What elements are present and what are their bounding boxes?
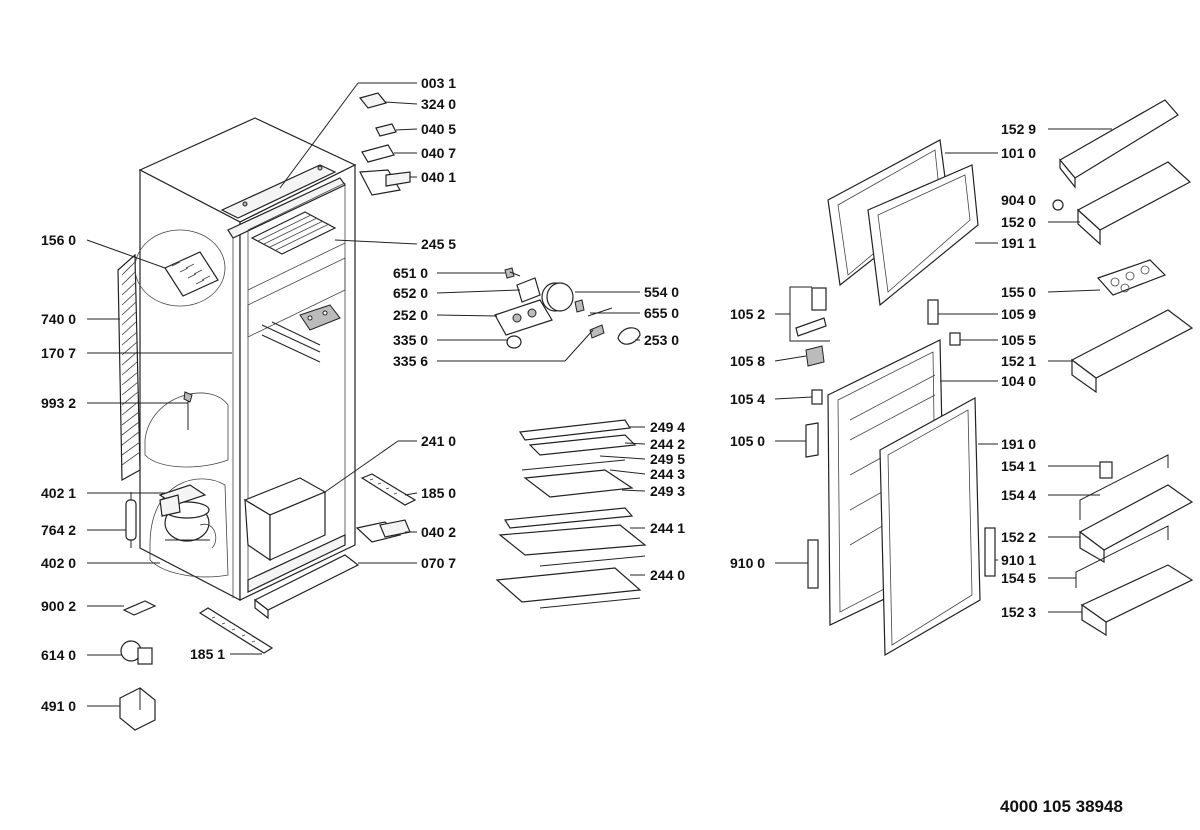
label-1851: 185 1 — [190, 646, 225, 662]
label-4021: 402 1 — [41, 485, 76, 501]
door-bin-152-3 — [1080, 564, 1194, 637]
cabinet-rails — [261, 304, 341, 363]
label-2455: 245 5 — [421, 236, 456, 252]
freezer-door-gasket — [867, 164, 979, 307]
bar-154-5 — [1075, 525, 1169, 588]
label-0407: 040 7 — [421, 145, 456, 161]
condenser-coil — [117, 253, 141, 482]
crisper-drawer — [243, 477, 327, 562]
part-491-0 — [119, 687, 156, 731]
label-1550: 155 0 — [1001, 284, 1036, 300]
label-2493: 249 3 — [650, 483, 685, 499]
label-1529: 152 9 — [1001, 121, 1036, 137]
label-0402: 040 2 — [421, 524, 456, 540]
label-2530: 253 0 — [644, 332, 679, 348]
label-1522: 152 2 — [1001, 529, 1036, 545]
label-1545: 154 5 — [1001, 570, 1036, 586]
label-9040: 904 0 — [1001, 192, 1036, 208]
label-1523: 152 3 — [1001, 604, 1036, 620]
label-1707: 170 7 — [41, 345, 76, 361]
label-1055: 105 5 — [1001, 332, 1036, 348]
label-1560: 156 0 — [41, 232, 76, 248]
label-2494: 249 4 — [650, 419, 685, 435]
capacitor-764 — [125, 492, 137, 548]
part-labels: 156 0 740 0 170 7 993 2 402 1 764 2 402 … — [41, 75, 1036, 714]
washer-904-0 — [1052, 199, 1064, 211]
label-1058: 105 8 — [730, 353, 765, 369]
label-1910: 191 0 — [1001, 436, 1036, 452]
label-1541: 154 1 — [1001, 458, 1036, 474]
label-4910: 491 0 — [41, 698, 76, 714]
label-9932: 993 2 — [41, 395, 76, 411]
document-number: 4000 105 38948 — [1000, 797, 1123, 816]
glass-shelf-middle — [498, 507, 647, 567]
egg-tray-155-0 — [1096, 259, 1167, 296]
label-9100: 910 0 — [730, 555, 765, 571]
freezer-wire-shelf — [250, 211, 337, 255]
hinge-040-2 — [355, 519, 411, 543]
label-1520: 152 0 — [1001, 214, 1036, 230]
label-2441: 244 1 — [650, 520, 685, 536]
label-1521: 152 1 — [1001, 353, 1036, 369]
drain-callout — [144, 391, 229, 468]
label-6520: 652 0 — [393, 285, 428, 301]
fridge-door-gasket — [879, 397, 981, 657]
dairy-lid-152-9 — [1059, 99, 1179, 189]
label-9002: 900 2 — [41, 598, 76, 614]
glass-shelf-upper — [518, 419, 637, 498]
label-0031: 003 1 — [421, 75, 456, 91]
label-2440: 244 0 — [650, 567, 685, 583]
label-0707: 070 7 — [421, 555, 456, 571]
label-1544: 154 4 — [1001, 487, 1036, 503]
label-1911: 191 1 — [1001, 235, 1036, 251]
label-1054: 105 4 — [730, 391, 765, 407]
part-614-0 — [120, 640, 153, 665]
label-6550: 655 0 — [644, 305, 679, 321]
starter-relay — [159, 494, 181, 517]
label-2443: 244 3 — [650, 466, 685, 482]
label-6510: 651 0 — [393, 265, 428, 281]
ice-tray-callout — [134, 229, 226, 307]
label-7400: 740 0 — [41, 311, 76, 327]
label-2442: 244 2 — [650, 436, 685, 452]
label-0405: 040 5 — [421, 121, 456, 137]
label-1040: 104 0 — [1001, 373, 1036, 389]
label-1059: 105 9 — [1001, 306, 1036, 322]
bracket-154-1 — [1099, 461, 1113, 479]
label-3350: 335 0 — [393, 332, 428, 348]
top-parts — [358, 92, 411, 196]
plinth-070-7 — [253, 554, 360, 620]
label-1050: 105 0 — [730, 433, 765, 449]
door-small-parts — [795, 287, 996, 589]
label-3356: 335 6 — [393, 353, 428, 369]
rail-185-0 — [360, 473, 417, 506]
bar-154-4 — [1079, 454, 1169, 520]
label-5540: 554 0 — [644, 284, 679, 300]
label-7642: 764 2 — [41, 522, 76, 538]
label-2520: 252 0 — [393, 307, 428, 323]
door-bin-152-2 — [1078, 484, 1194, 564]
leader-lines — [86, 82, 1112, 707]
label-1850: 185 0 — [421, 485, 456, 501]
label-0401: 040 1 — [421, 169, 456, 185]
part-185-1 — [198, 607, 274, 654]
label-6140: 614 0 — [41, 647, 76, 663]
door-bin-152-1 — [1070, 309, 1194, 394]
label-4020: 402 0 — [41, 555, 76, 571]
label-2410: 241 0 — [421, 433, 456, 449]
thermostat-group — [494, 267, 641, 349]
label-1052: 105 2 — [730, 306, 765, 322]
label-1010: 101 0 — [1001, 145, 1036, 161]
dairy-box-152-0 — [1076, 161, 1192, 246]
part-900-2 — [122, 600, 157, 616]
label-3240: 324 0 — [421, 96, 456, 112]
glass-shelf-lower — [495, 567, 642, 609]
label-9101: 910 1 — [1001, 552, 1036, 568]
label-2495: 249 5 — [650, 451, 685, 467]
